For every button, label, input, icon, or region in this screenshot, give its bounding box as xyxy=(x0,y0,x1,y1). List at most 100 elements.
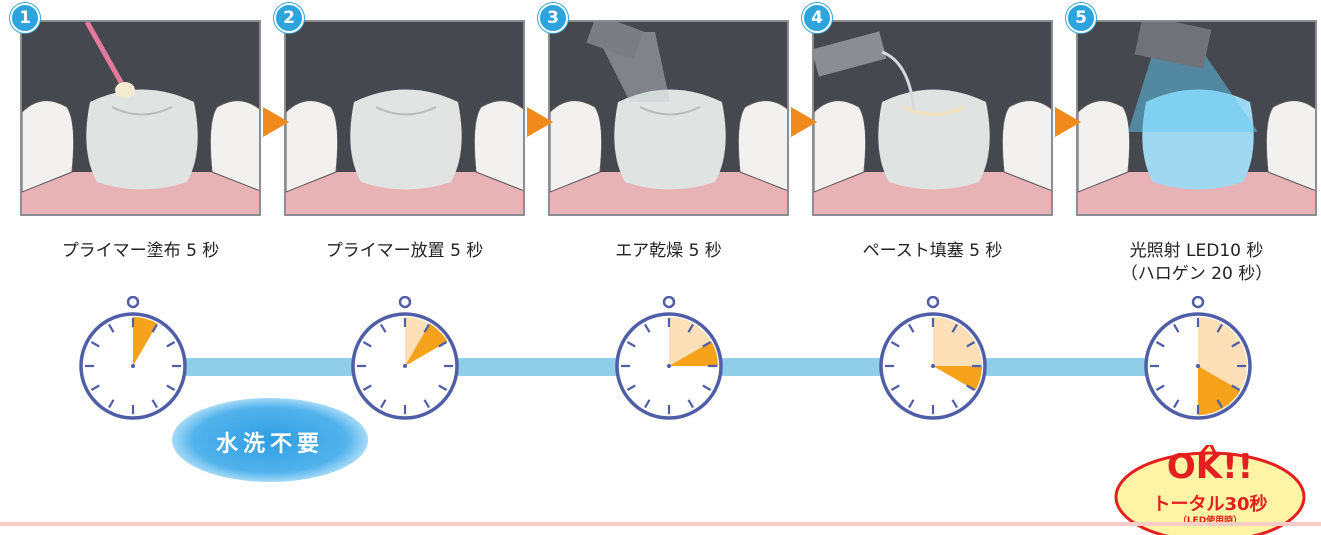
clock-elapsed-past xyxy=(669,317,712,366)
tooth-illustration-2 xyxy=(286,22,523,214)
clock-tick xyxy=(890,384,900,391)
clock-center xyxy=(667,364,671,368)
clock-center xyxy=(931,364,935,368)
clock-face-2 xyxy=(351,295,459,420)
clock-tick xyxy=(1216,399,1223,409)
clock-tick xyxy=(687,323,694,333)
clock-loop xyxy=(1191,295,1205,309)
step-panel-2 xyxy=(284,20,525,216)
step-badge-2: 2 xyxy=(274,3,304,33)
step-panel-3 xyxy=(548,20,789,216)
clock-tick xyxy=(626,341,636,348)
clock-tick xyxy=(90,384,100,391)
tooth-illustration-3 xyxy=(550,22,787,214)
clock-tick xyxy=(1155,341,1165,348)
step-caption-1: プライマー塗布 5 秒 xyxy=(61,241,220,261)
clock-1 xyxy=(77,295,189,428)
clock-tick xyxy=(362,384,372,391)
clock-elapsed-current xyxy=(933,366,982,391)
clock-elapsed-current xyxy=(669,341,718,366)
clock-tick xyxy=(151,399,158,409)
clock-tick xyxy=(966,384,976,391)
clock-tick xyxy=(166,341,176,348)
clock-tick xyxy=(644,399,651,409)
clock-2 xyxy=(349,295,461,428)
clock-tick xyxy=(438,384,448,391)
step-caption-4: ペースト填塞 5 秒 xyxy=(862,241,1003,261)
step-arrow-1 xyxy=(263,107,289,137)
clock-tick xyxy=(626,384,636,391)
step-badge-5: 5 xyxy=(1066,3,1096,33)
clock-elapsed-past xyxy=(1198,317,1247,391)
bottom-divider xyxy=(0,522,1321,526)
clock-face-4 xyxy=(879,295,987,420)
clock-tick xyxy=(908,399,915,409)
step-arrow-4 xyxy=(1055,107,1081,137)
clock-tick xyxy=(890,341,900,348)
clock-tick xyxy=(108,323,115,333)
clock-tick xyxy=(1173,399,1180,409)
step-panel-1 xyxy=(20,20,261,216)
clock-tick xyxy=(151,323,158,333)
step-caption-5-sub: （ハロゲン 20 秒） xyxy=(1120,264,1273,284)
clock-elapsed-current xyxy=(1198,366,1241,415)
clock-tick xyxy=(908,323,915,333)
clock-loop xyxy=(662,295,676,309)
step-badge-1: 1 xyxy=(10,3,40,33)
clock-tick xyxy=(951,323,958,333)
clock-loop xyxy=(926,295,940,309)
clock-tick xyxy=(1155,384,1165,391)
clock-tick xyxy=(702,384,712,391)
clock-tick xyxy=(951,399,958,409)
no-rinse-label: 水洗不要 xyxy=(215,432,324,457)
ok-total: トータル30秒 xyxy=(1152,494,1268,515)
step-badge-3: 3 xyxy=(538,3,568,33)
clock-tick xyxy=(1173,323,1180,333)
clock-face-1 xyxy=(79,295,187,420)
clock-tick xyxy=(362,341,372,348)
clock-elapsed-current xyxy=(405,323,448,366)
clock-tick xyxy=(90,341,100,348)
step-arrow-3 xyxy=(791,107,817,137)
step-panel-5 xyxy=(1076,20,1317,216)
ok-note: （LED使用時） xyxy=(1177,516,1243,526)
clock-loop xyxy=(398,295,412,309)
tooth-illustration-5 xyxy=(1078,22,1315,214)
clock-3 xyxy=(613,295,725,428)
tooth-illustration-4 xyxy=(814,22,1051,214)
clock-center xyxy=(131,364,135,368)
clock-elapsed-past xyxy=(405,317,430,366)
clock-tick xyxy=(1216,323,1223,333)
clock-loop xyxy=(126,295,140,309)
clock-tick xyxy=(380,323,387,333)
ok-speech-bubble xyxy=(1114,445,1306,535)
clock-tick xyxy=(644,323,651,333)
clock-tick xyxy=(702,341,712,348)
clock-center xyxy=(1196,364,1200,368)
clock-center xyxy=(403,364,407,368)
clock-tick xyxy=(438,341,448,348)
clock-4 xyxy=(877,295,989,428)
clock-tick xyxy=(1231,341,1241,348)
clock-face-5 xyxy=(1144,295,1252,420)
clock-tick xyxy=(166,384,176,391)
step-caption-3: エア乾燥 5 秒 xyxy=(615,241,722,261)
clock-elapsed-current xyxy=(133,317,158,366)
step-panel-4 xyxy=(812,20,1053,216)
clock-tick xyxy=(1231,384,1241,391)
step-badge-4: 4 xyxy=(802,3,832,33)
step-arrow-2 xyxy=(527,107,553,137)
ok-title: OK!! xyxy=(1166,447,1254,487)
no-rinse-cloud xyxy=(172,398,368,482)
clock-tick xyxy=(687,399,694,409)
tooth-illustration-1 xyxy=(22,22,259,214)
clock-tick xyxy=(966,341,976,348)
step-caption-2: プライマー放置 5 秒 xyxy=(325,241,484,261)
clock-face-3 xyxy=(615,295,723,420)
clock-tick xyxy=(380,399,387,409)
step-caption-5: 光照射 LED10 秒 xyxy=(1129,241,1264,261)
clock-tick xyxy=(108,399,115,409)
clock-tick xyxy=(423,399,430,409)
clock-5 xyxy=(1142,295,1254,428)
clock-tick xyxy=(423,323,430,333)
